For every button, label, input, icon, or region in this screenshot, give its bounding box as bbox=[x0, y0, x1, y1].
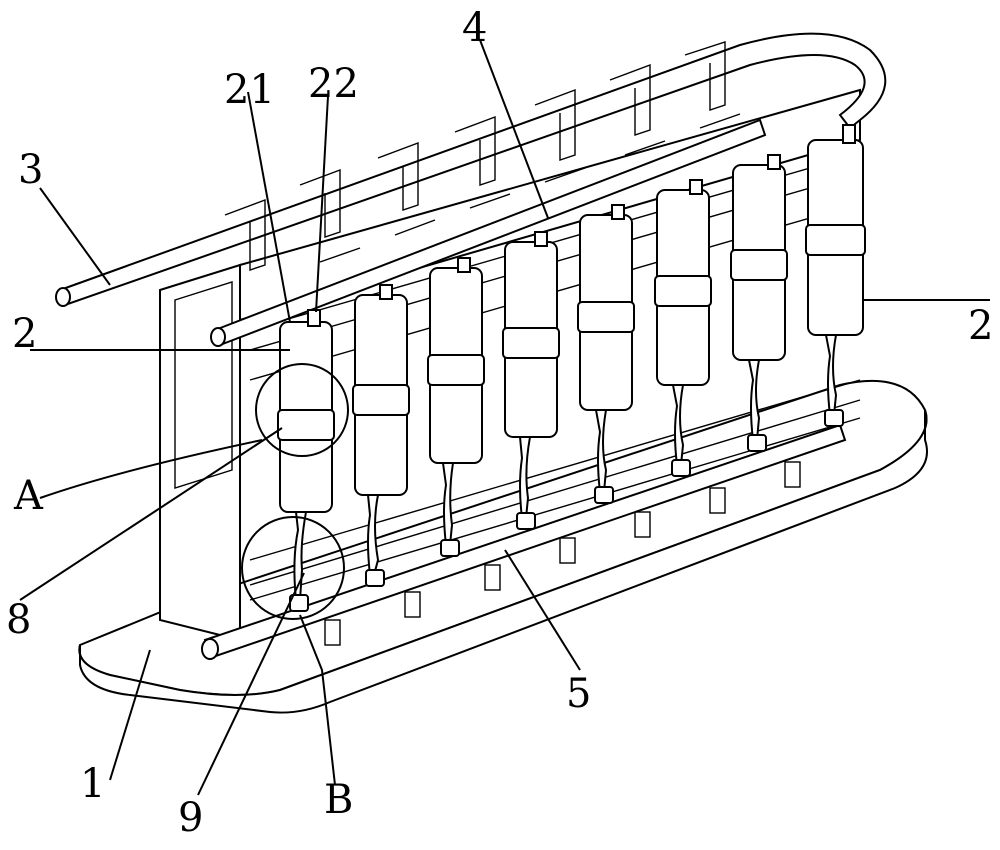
label-A: A bbox=[14, 473, 43, 519]
label-5: 5 bbox=[566, 671, 592, 717]
label-4: 4 bbox=[462, 5, 488, 51]
label-B: B bbox=[324, 777, 354, 823]
cylinder-8 bbox=[805, 124, 866, 427]
label-9: 9 bbox=[178, 795, 204, 841]
label-3: 3 bbox=[18, 147, 44, 193]
cylinder-3 bbox=[427, 257, 485, 557]
cylinder-5 bbox=[577, 204, 635, 504]
cylinder-7 bbox=[730, 154, 788, 452]
label-22: 22 bbox=[308, 61, 359, 107]
lower-rail bbox=[201, 423, 847, 660]
cylinder-1 bbox=[277, 309, 335, 612]
detail-circle-a bbox=[255, 363, 349, 457]
cylinder-6 bbox=[654, 179, 712, 477]
cylinder-4 bbox=[502, 231, 560, 530]
leader-lines bbox=[19, 39, 990, 796]
tube-brackets bbox=[224, 41, 741, 271]
label-2-left: 2 bbox=[12, 311, 38, 357]
label-1: 1 bbox=[80, 761, 106, 807]
label-2-right: 2 bbox=[968, 303, 994, 349]
detail-circle-b bbox=[241, 516, 345, 620]
label-21: 21 bbox=[224, 67, 275, 113]
label-8: 8 bbox=[6, 597, 32, 643]
cylinders bbox=[277, 124, 866, 612]
cylinder-2 bbox=[352, 284, 410, 587]
detail-circles bbox=[241, 363, 349, 620]
